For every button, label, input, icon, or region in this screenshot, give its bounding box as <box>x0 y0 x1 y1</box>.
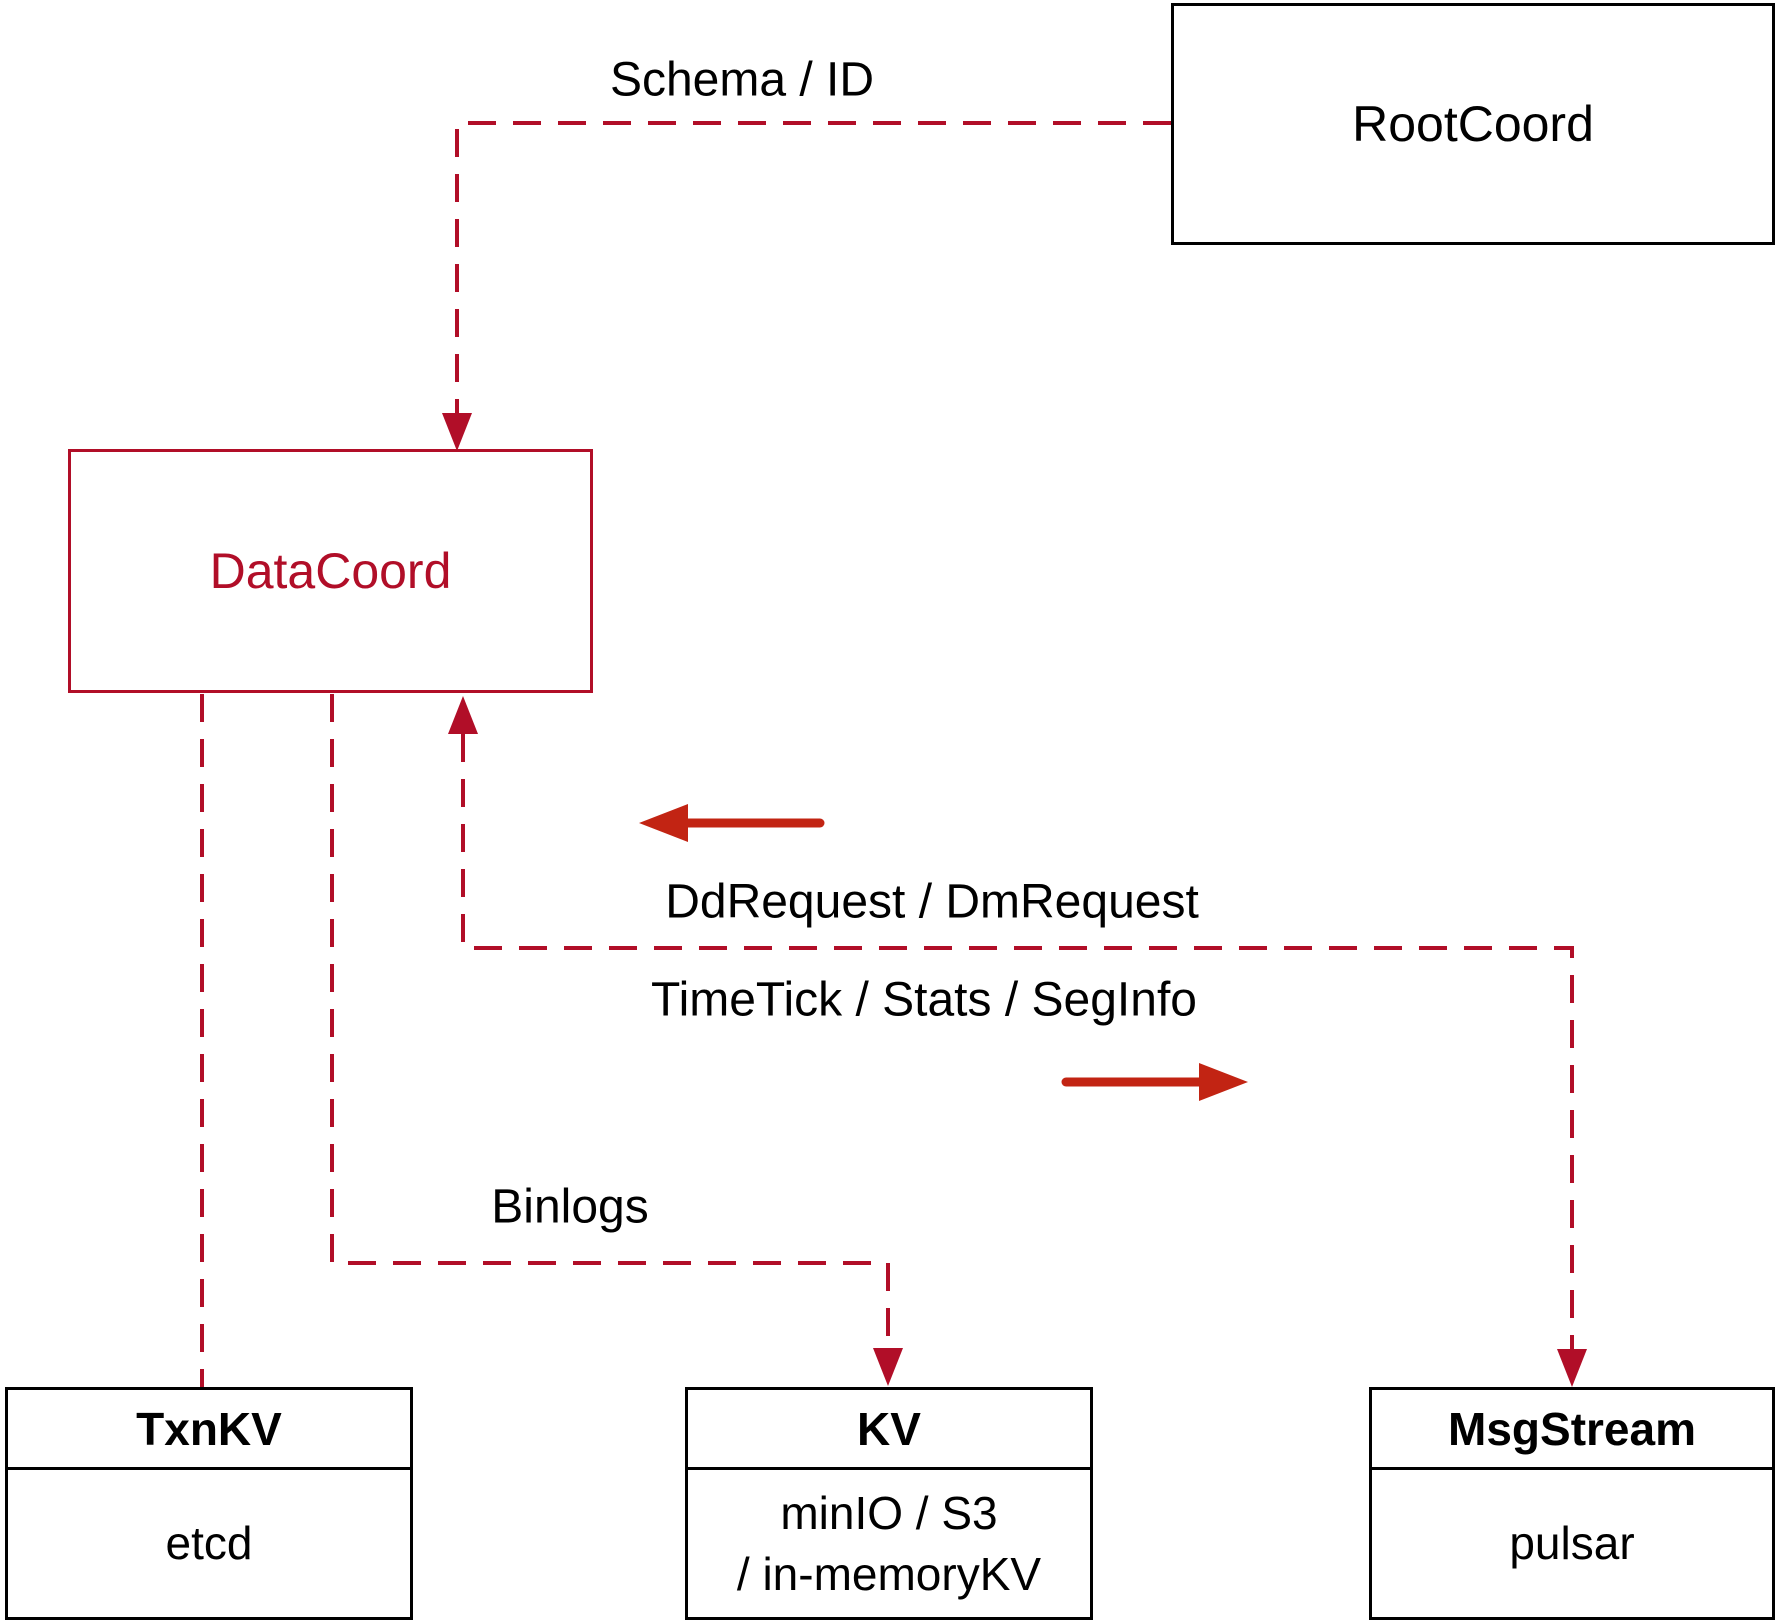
rootcoord-label: RootCoord <box>1352 96 1594 152</box>
edge-label-timetick-stats-seginfo: TimeTick / Stats / SegInfo <box>651 973 1197 1027</box>
edge-label-binlogs: Binlogs <box>491 1180 649 1234</box>
kv-title: KV <box>688 1390 1090 1470</box>
edge-request-arrowhead-up-icon <box>448 696 478 734</box>
edge-request-arrowhead-down-icon <box>1557 1349 1587 1387</box>
txnkv-title: TxnKV <box>8 1390 410 1470</box>
msgstream-impl: pulsar <box>1509 1517 1635 1570</box>
kv-impl-line1: minIO / S3 <box>780 1486 998 1539</box>
edge-schema-id-line <box>455 121 1171 441</box>
edge-binlogs-arrowhead-down-icon <box>873 1348 903 1386</box>
node-datacoord: DataCoord <box>68 449 593 693</box>
left-direction-arrowhead-icon <box>639 804 688 842</box>
txnkv-impl: etcd <box>165 1517 253 1570</box>
kv-impl-line2: / in-memoryKV <box>736 1547 1042 1600</box>
edge-request-line <box>461 734 1574 1351</box>
node-kv: KV minIO / S3 / in-memoryKV <box>685 1387 1093 1620</box>
datacoord-label: DataCoord <box>209 543 452 599</box>
edge-label-schema-id: Schema / ID <box>609 53 875 107</box>
node-txnkv: TxnKV etcd <box>5 1387 413 1620</box>
edge-label-ddrequest-dmrequest: DdRequest / DmRequest <box>665 875 1199 929</box>
node-msgstream: MsgStream pulsar <box>1369 1387 1775 1620</box>
edge-schema-id-arrowhead-down-icon <box>442 413 472 451</box>
node-rootcoord: RootCoord <box>1171 3 1775 245</box>
msgstream-title: MsgStream <box>1372 1390 1772 1470</box>
edge-binlogs-line <box>330 694 890 1349</box>
kv-impl: minIO / S3 / in-memoryKV <box>688 1470 1090 1617</box>
right-direction-arrowhead-icon <box>1199 1063 1248 1101</box>
